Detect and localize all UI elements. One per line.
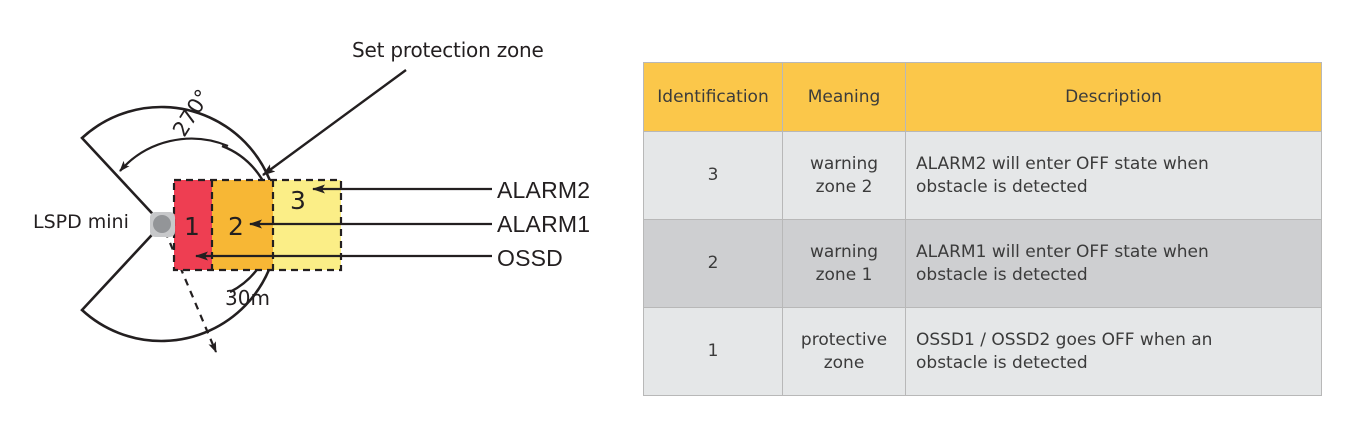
table-row: 1 protective zone OSSD1 / OSSD2 goes OFF…: [643, 307, 1322, 396]
cell-meaning: warning zone 2: [782, 131, 906, 220]
zone-number-2: 2: [228, 212, 244, 241]
signal-label-alarm2: ALARM2: [497, 177, 591, 203]
zone-description-table: Identification Meaning Description 3 war…: [643, 62, 1322, 396]
cell-identification: 3: [643, 131, 783, 220]
meaning-line-2: zone: [823, 352, 865, 373]
zone-number-1: 1: [184, 212, 200, 241]
column-header-identification: Identification: [643, 62, 783, 132]
cell-meaning: warning zone 1: [782, 219, 906, 308]
meaning-line-2: zone 2: [815, 176, 873, 197]
sensor-lspd-mini-icon: [150, 212, 175, 237]
meaning-line-1: protective: [800, 330, 888, 351]
radius-dashed-pointer: [163, 230, 218, 353]
cell-description: OSSD1 / OSSD2 goes OFF when an obstacle …: [905, 307, 1322, 396]
range-label-30m: 30m: [225, 286, 270, 310]
column-header-meaning: Meaning: [782, 62, 906, 132]
sensor-label: LSPD mini: [33, 211, 129, 233]
table-row: 3 warning zone 2 ALARM2 will enter OFF s…: [643, 131, 1322, 220]
signal-label-alarm1: ALARM1: [497, 211, 591, 237]
description-line-1: ALARM1 will enter OFF state when: [916, 242, 1209, 263]
zone-number-3: 3: [290, 186, 306, 215]
cell-description: ALARM1 will enter OFF state when obstacl…: [905, 219, 1322, 308]
angle-arc-270: [119, 137, 229, 172]
description-line-1: ALARM2 will enter OFF state when: [916, 154, 1209, 175]
description-line-1: OSSD1 / OSSD2 goes OFF when an: [916, 330, 1213, 351]
meaning-line-1: warning: [809, 242, 879, 263]
table-row: 2 warning zone 1 ALARM1 will enter OFF s…: [643, 219, 1322, 308]
meaning-line-1: warning: [809, 154, 879, 175]
table-header-row: Identification Meaning Description: [643, 62, 1322, 132]
cell-description: ALARM2 will enter OFF state when obstacl…: [905, 131, 1322, 220]
description-line-2: obstacle is detected: [916, 176, 1088, 197]
annotation-set-protection-zone: Set protection zone: [352, 38, 544, 62]
column-header-description: Description: [905, 62, 1322, 132]
signal-label-ossd: OSSD: [497, 245, 563, 271]
description-line-2: obstacle is detected: [916, 352, 1088, 373]
meaning-line-2: zone 1: [815, 264, 873, 285]
cell-identification: 2: [643, 219, 783, 308]
cell-meaning: protective zone: [782, 307, 906, 396]
description-line-2: obstacle is detected: [916, 264, 1088, 285]
sensor-coverage-diagram: Set protection zone LSPD mini 270° 30m 1…: [0, 0, 640, 425]
diagram-svg: [80, 69, 492, 353]
cell-identification: 1: [643, 307, 783, 396]
leader-set-protection-zone: [262, 69, 407, 176]
